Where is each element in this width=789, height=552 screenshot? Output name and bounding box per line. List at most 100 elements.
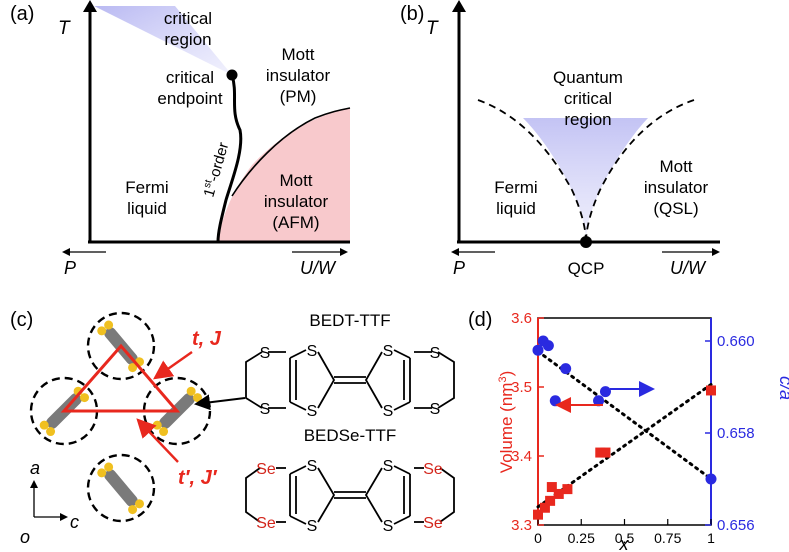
fermi-liquid-b-2: liquid (496, 199, 536, 218)
mott-pm-label-3: (PM) (280, 87, 317, 106)
critical-endpoint-label-2: endpoint (157, 89, 223, 108)
bedt-ttf-atoms: S S S S S S S S (260, 343, 441, 420)
qcr-label-1: Quantum (553, 68, 623, 87)
ca-axis-label: c/a (776, 376, 789, 400)
panel-a-y-axis-label: T (58, 18, 71, 39)
bedse-ttf-atoms: Se Se S S S S Se Se (256, 458, 443, 535)
lattice-site-bottom (86, 453, 156, 523)
volume-point (533, 509, 543, 520)
mott-pm-label-1: Mott (281, 45, 314, 64)
origin-label: o (20, 527, 30, 547)
panel-d-label: (d) (468, 309, 492, 331)
mott-afm-label-1: Mott (279, 171, 312, 190)
volume-point (553, 488, 564, 499)
volume-point (595, 447, 606, 458)
panel-a-label: (a) (10, 3, 34, 25)
volume-point (545, 495, 556, 506)
qcr-label-2: critical (564, 89, 612, 108)
ca-point (560, 363, 572, 375)
ca-point (532, 344, 544, 356)
bedse-ttf-title: BEDSe-TTF (304, 426, 397, 445)
fermi-liquid-b-1: Fermi (494, 178, 537, 197)
y-left-tick-label: 3.5 (511, 379, 532, 396)
volume-axis-label: Volume (nm3) (497, 371, 516, 474)
panel-c: (c) (10, 309, 455, 547)
atom-s: S (430, 401, 441, 418)
bedt-ttf-title: BEDT-TTF (309, 311, 390, 330)
panel-a-y-arrowhead (83, 0, 97, 12)
site-circle (86, 453, 156, 523)
ca-point (542, 340, 554, 352)
axis-a-label: a (30, 458, 40, 478)
site-circle (86, 311, 156, 381)
panel-a-p-label: P (64, 258, 76, 278)
afm-region-shade (218, 108, 350, 242)
x-tick-label: 0.25 (568, 530, 595, 546)
critical-endpoint-label-1: critical (166, 68, 214, 87)
mott-qsl-label-1: Mott (659, 157, 692, 176)
molecule-pointer (194, 394, 246, 411)
fermi-liquid-a-1: Fermi (125, 178, 168, 197)
atom-s: S (260, 345, 271, 362)
mott-qsl-label-3: (QSL) (653, 199, 698, 218)
bedse-ttf-structure (245, 465, 455, 525)
crossover-right (585, 99, 695, 243)
x-tick-label: 0.5 (615, 530, 635, 546)
critical-region-shade (94, 6, 232, 75)
y-right-tick-label: 0.656 (717, 517, 755, 534)
critical-endpoint-dot (226, 69, 238, 81)
panel-b-p-label: P (453, 258, 465, 278)
atom-s: S (383, 458, 394, 475)
x-tick-label: 0.75 (654, 530, 681, 546)
qcp-label: QCP (568, 259, 605, 278)
panel-a-uw-label: U/W (300, 258, 337, 278)
volume-point (539, 502, 550, 513)
atom-se: Se (423, 461, 443, 478)
t-j-label: t, J (192, 328, 222, 350)
critical-region-label-2: region (164, 30, 211, 49)
first-order-line (216, 74, 243, 243)
site-circle (142, 376, 212, 446)
first-order-label-text: 1st-order (200, 140, 233, 199)
mott-qsl-label-2: insulator (644, 178, 709, 197)
axis-a-arrowhead (30, 480, 38, 488)
hopping-triangle (60, 343, 181, 413)
volume-point (546, 482, 557, 493)
x-axis-label: x (619, 534, 630, 552)
atom-se: Se (423, 515, 443, 532)
y-right-tick-label: 0.658 (717, 425, 755, 442)
axis-c-label: c (70, 512, 79, 532)
ca-point (593, 395, 605, 407)
ca-point (705, 473, 717, 485)
y-left-tick-label: 3.4 (511, 448, 532, 465)
atom-se: Se (256, 461, 276, 478)
atom-s: S (307, 403, 318, 420)
data-marks (532, 335, 717, 520)
panel-c-label: (c) (10, 309, 33, 331)
atom-se: Se (256, 515, 276, 532)
t-j-pointer (153, 351, 193, 380)
qcr-label-3: region (564, 110, 611, 129)
critical-region-label-1: critical (164, 9, 212, 28)
panel-b-y-axis-label: T (426, 18, 439, 39)
volume-point (706, 385, 716, 396)
atom-s: S (383, 518, 394, 535)
atom-s: S (383, 343, 394, 360)
fermi-liquid-a-2: liquid (127, 199, 167, 218)
tp-jp-label: t′, J′ (178, 467, 218, 489)
panel-a-p-arrowhead (62, 248, 70, 256)
first-order-label: 1st-order (200, 140, 233, 199)
atom-s: S (307, 343, 318, 360)
qcp-dot (580, 236, 592, 248)
atom-s: S (260, 401, 271, 418)
panel-b-label: (b) (400, 3, 424, 25)
y-left-tick-label: 3.6 (511, 310, 532, 327)
panel-b-uw-arrowhead (712, 248, 720, 256)
panel-a: (a) T P U/W critical region critical end… (10, 0, 351, 278)
x-tick-label: 0 (534, 530, 542, 546)
panel-b: (b) T P U/W QCP Quantum critical region … (400, 0, 720, 278)
molecule-lattice (29, 311, 212, 523)
molecule-icon (97, 462, 144, 515)
